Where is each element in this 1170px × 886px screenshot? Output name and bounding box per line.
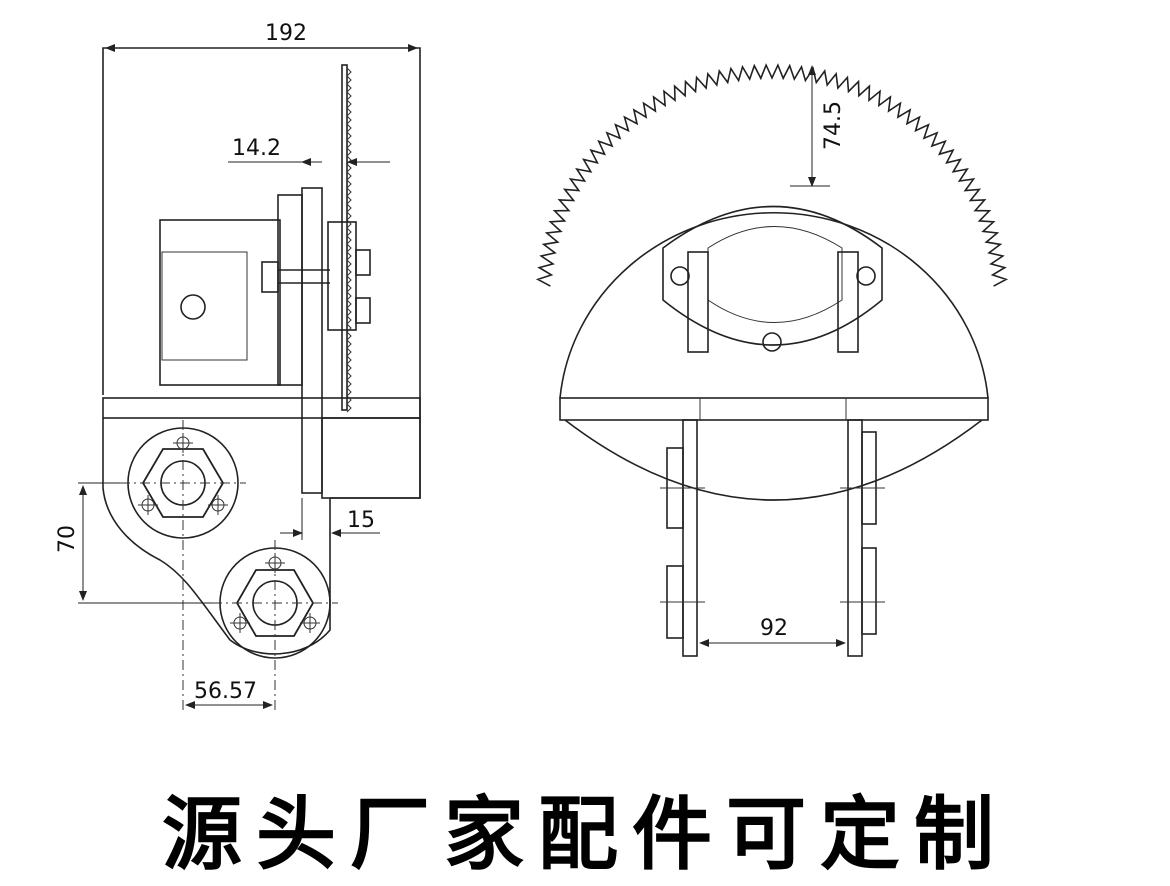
guard-bottom-arc — [564, 419, 983, 501]
shaft-collar — [261, 261, 279, 293]
side-view — [102, 47, 421, 710]
mount-plate — [301, 187, 323, 494]
right-leg — [847, 419, 863, 657]
caption: 源头厂家配件可定制 — [162, 788, 1008, 881]
clamp-right — [837, 251, 859, 353]
base-plate — [102, 397, 421, 419]
flange-plate — [277, 194, 303, 386]
dim-center-height: 70 — [55, 525, 80, 553]
dim-leg-spacing: 92 — [760, 616, 788, 641]
front-dimensions: 74.5 92 — [699, 65, 846, 647]
hub-bolt-bottom — [355, 297, 371, 324]
motor-body — [159, 219, 281, 386]
inner-housing — [662, 205, 883, 346]
technical-drawing: 192 14.2 15 70 56.57 — [55, 21, 1009, 710]
hub-bolt-top — [355, 249, 371, 276]
motor-inner — [161, 251, 248, 361]
motor-hole — [180, 294, 206, 320]
dim-overall-width: 192 — [265, 21, 307, 46]
saw-blade-front — [535, 63, 1009, 287]
clamp-left — [687, 251, 709, 353]
dim-blade-gap: 15 — [347, 508, 375, 533]
lower-block — [321, 417, 421, 499]
lower-bracket — [102, 418, 331, 655]
blade-guard — [559, 211, 989, 399]
saw-blade-side — [341, 64, 348, 411]
dim-flange-offset: 14.2 — [232, 136, 281, 161]
dim-blade-depth: 74.5 — [821, 101, 846, 150]
front-view — [535, 63, 1009, 657]
left-leg — [682, 419, 698, 657]
dim-center-offset: 56.57 — [194, 679, 257, 704]
side-dimensions: 192 14.2 15 70 56.57 — [55, 21, 418, 709]
shaft-hole — [762, 332, 782, 352]
guard-base — [559, 397, 989, 421]
